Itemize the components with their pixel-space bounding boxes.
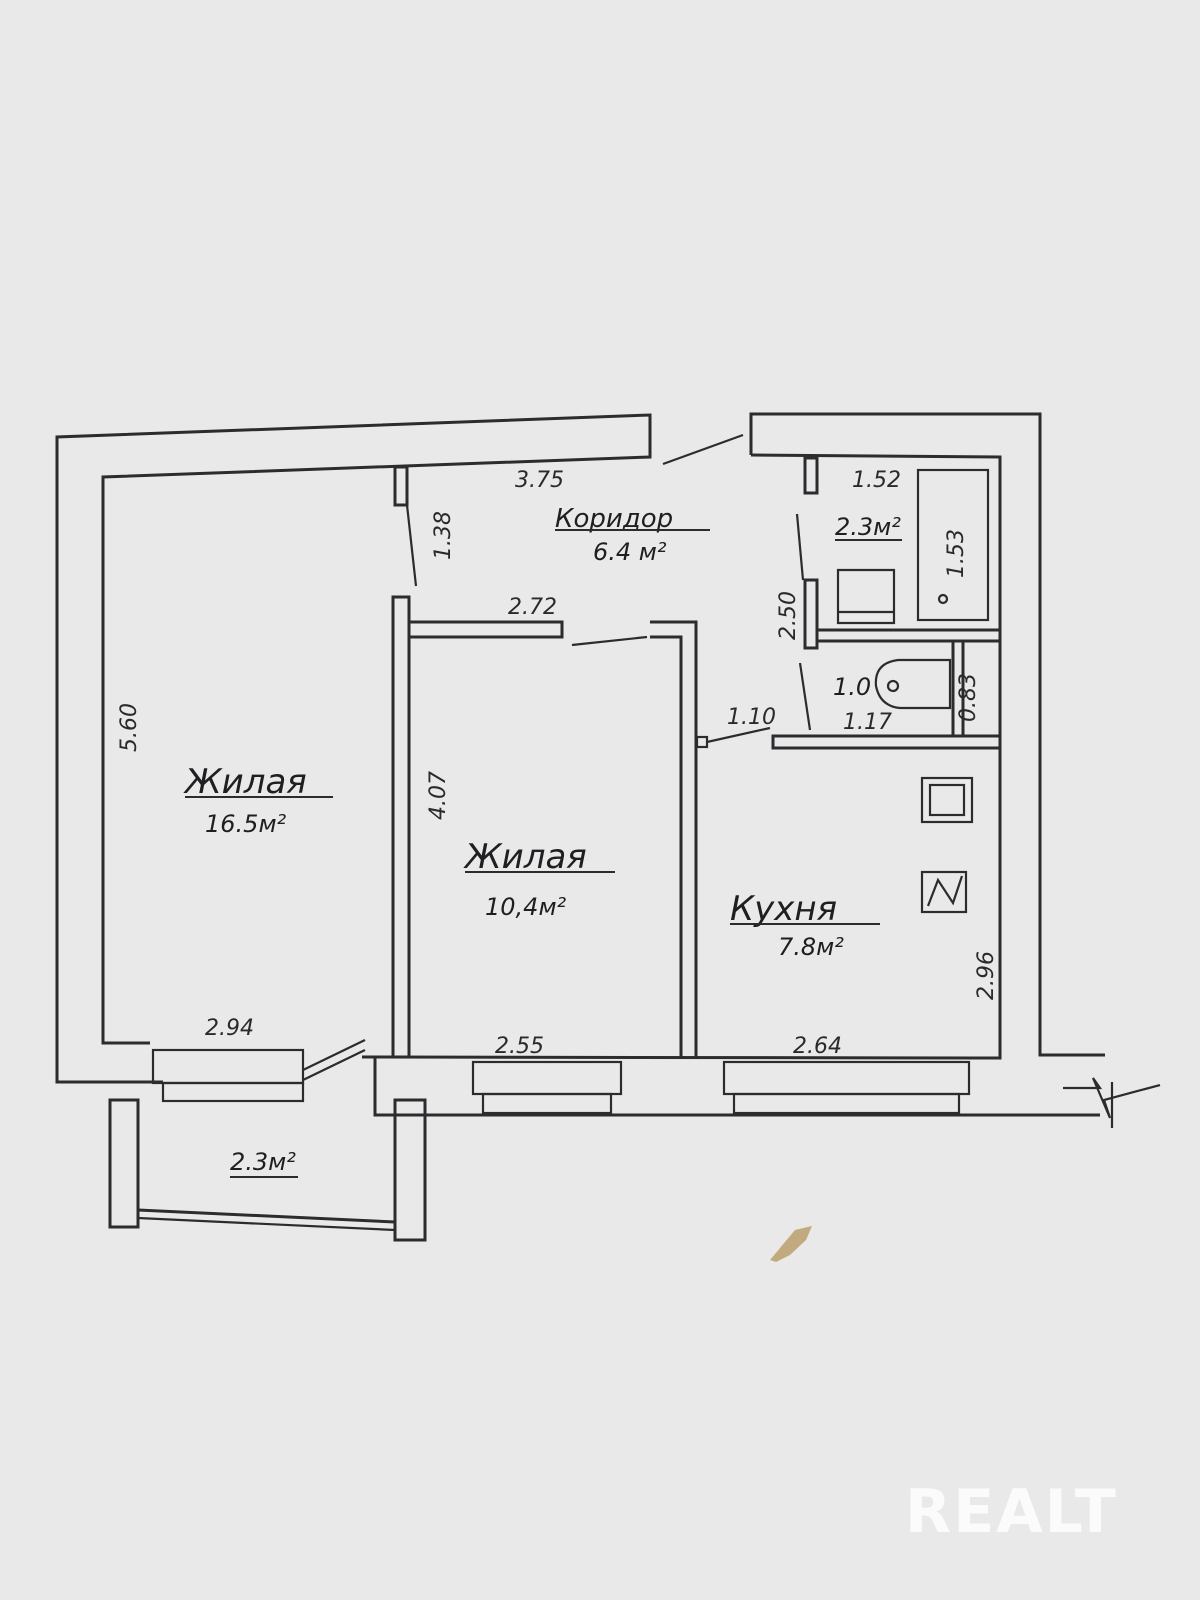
dim-living2-bottom: 2.55 <box>495 1034 544 1059</box>
balcony-area: 2.3м² <box>230 1148 296 1176</box>
fixtures <box>836 468 990 914</box>
living1-name: Жилая <box>183 762 307 802</box>
dim-corridor-length: 3.75 <box>515 468 564 493</box>
stain-mark <box>770 1226 812 1262</box>
balcony <box>108 1098 427 1242</box>
dim-toilet-width: 1.17 <box>843 710 892 735</box>
dim-living2-top: 2.72 <box>508 595 557 620</box>
dim-living2-height: 4.07 <box>426 771 451 820</box>
dim-bath-tub: 1.53 <box>944 529 969 578</box>
windows <box>151 1039 971 1115</box>
dim-corridor-nook: 1.38 <box>431 511 456 560</box>
dim-toilet-depth: 0.83 <box>956 673 981 722</box>
dim-kitchen-height: 2.96 <box>974 951 999 1000</box>
kitchen-name: Кухня <box>730 889 837 929</box>
bathroom-area: 2.3м² <box>835 513 901 541</box>
dim-kitchen-door: 1.10 <box>727 705 776 730</box>
realt-watermark: REALT <box>905 1477 1118 1547</box>
dim-bath-height: 2.50 <box>776 591 801 640</box>
dim-living1-width: 2.94 <box>205 1016 254 1041</box>
living2-area: 10,4м² <box>485 893 567 921</box>
outer-walls <box>55 412 1161 1128</box>
room-labels: Жилая 16.5м² Жилая 10,4м² Коридор 6.4 м²… <box>183 504 902 1178</box>
living2-name: Жилая <box>463 837 587 877</box>
kitchen-area: 7.8м² <box>778 933 844 961</box>
partitions <box>391 433 1002 1059</box>
dim-living1-height: 5.60 <box>117 703 142 752</box>
living1-area: 16.5м² <box>205 810 287 838</box>
dimension-labels: 5.60 2.94 3.75 1.38 2.72 4.07 2.55 2.64 … <box>117 468 999 1059</box>
corridor-area: 6.4 м² <box>593 538 667 566</box>
toilet-area: 1.0 <box>833 673 871 701</box>
dim-kitchen-width: 2.64 <box>793 1034 842 1059</box>
dim-bath-width: 1.52 <box>852 468 901 493</box>
